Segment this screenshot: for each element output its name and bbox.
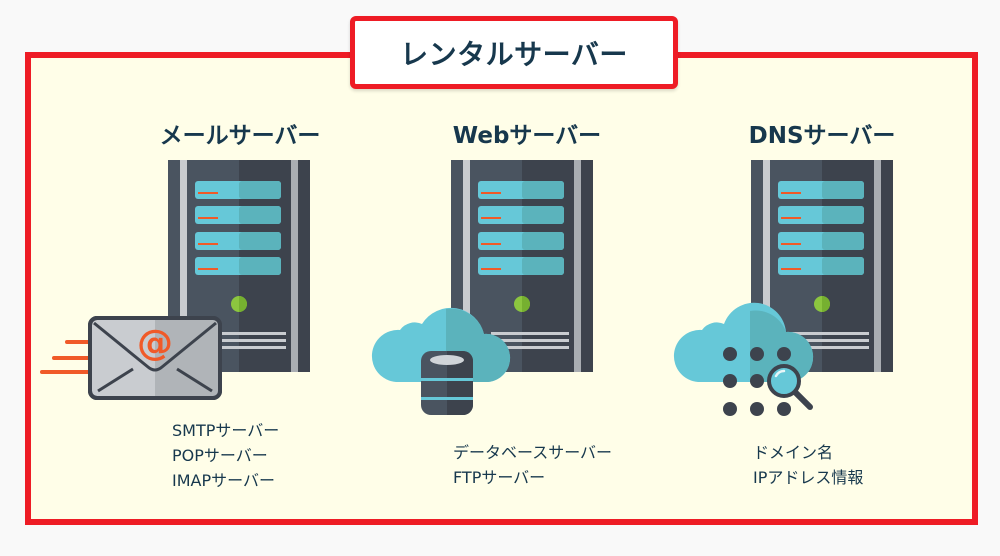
cloud-database-icon	[371, 307, 511, 415]
magnifier-icon	[767, 364, 813, 410]
heading-mail-server: メールサーバー	[159, 123, 321, 149]
list-item: IMAPサーバー	[172, 471, 275, 490]
page-title: レンタルサーバー	[400, 37, 628, 71]
server-tower-icon	[451, 160, 593, 372]
cloud-search-icon	[673, 302, 814, 416]
list-item: データベースサーバー	[453, 443, 613, 462]
list-item: IPアドレス情報	[753, 468, 864, 487]
svg-text:@: @	[137, 323, 173, 364]
dot-grid-icon	[723, 347, 791, 416]
list-item: FTPサーバー	[453, 468, 546, 487]
mail-envelope-icon: @	[40, 316, 222, 400]
heading-web-server: Webサーバー	[452, 123, 602, 149]
dns-server-list: ドメイン名 IPアドレス情報	[753, 440, 863, 490]
title-box: レンタルサーバー	[350, 16, 678, 89]
list-item: SMTPサーバー	[172, 421, 280, 440]
database-icon	[421, 351, 473, 415]
list-item: ドメイン名	[753, 443, 834, 462]
web-server-list: データベースサーバー FTPサーバー	[453, 440, 612, 490]
list-item: POPサーバー	[172, 446, 268, 465]
mail-server-list: SMTPサーバー POPサーバー IMAPサーバー	[172, 418, 279, 493]
heading-dns-server: DNSサーバー	[748, 123, 896, 149]
